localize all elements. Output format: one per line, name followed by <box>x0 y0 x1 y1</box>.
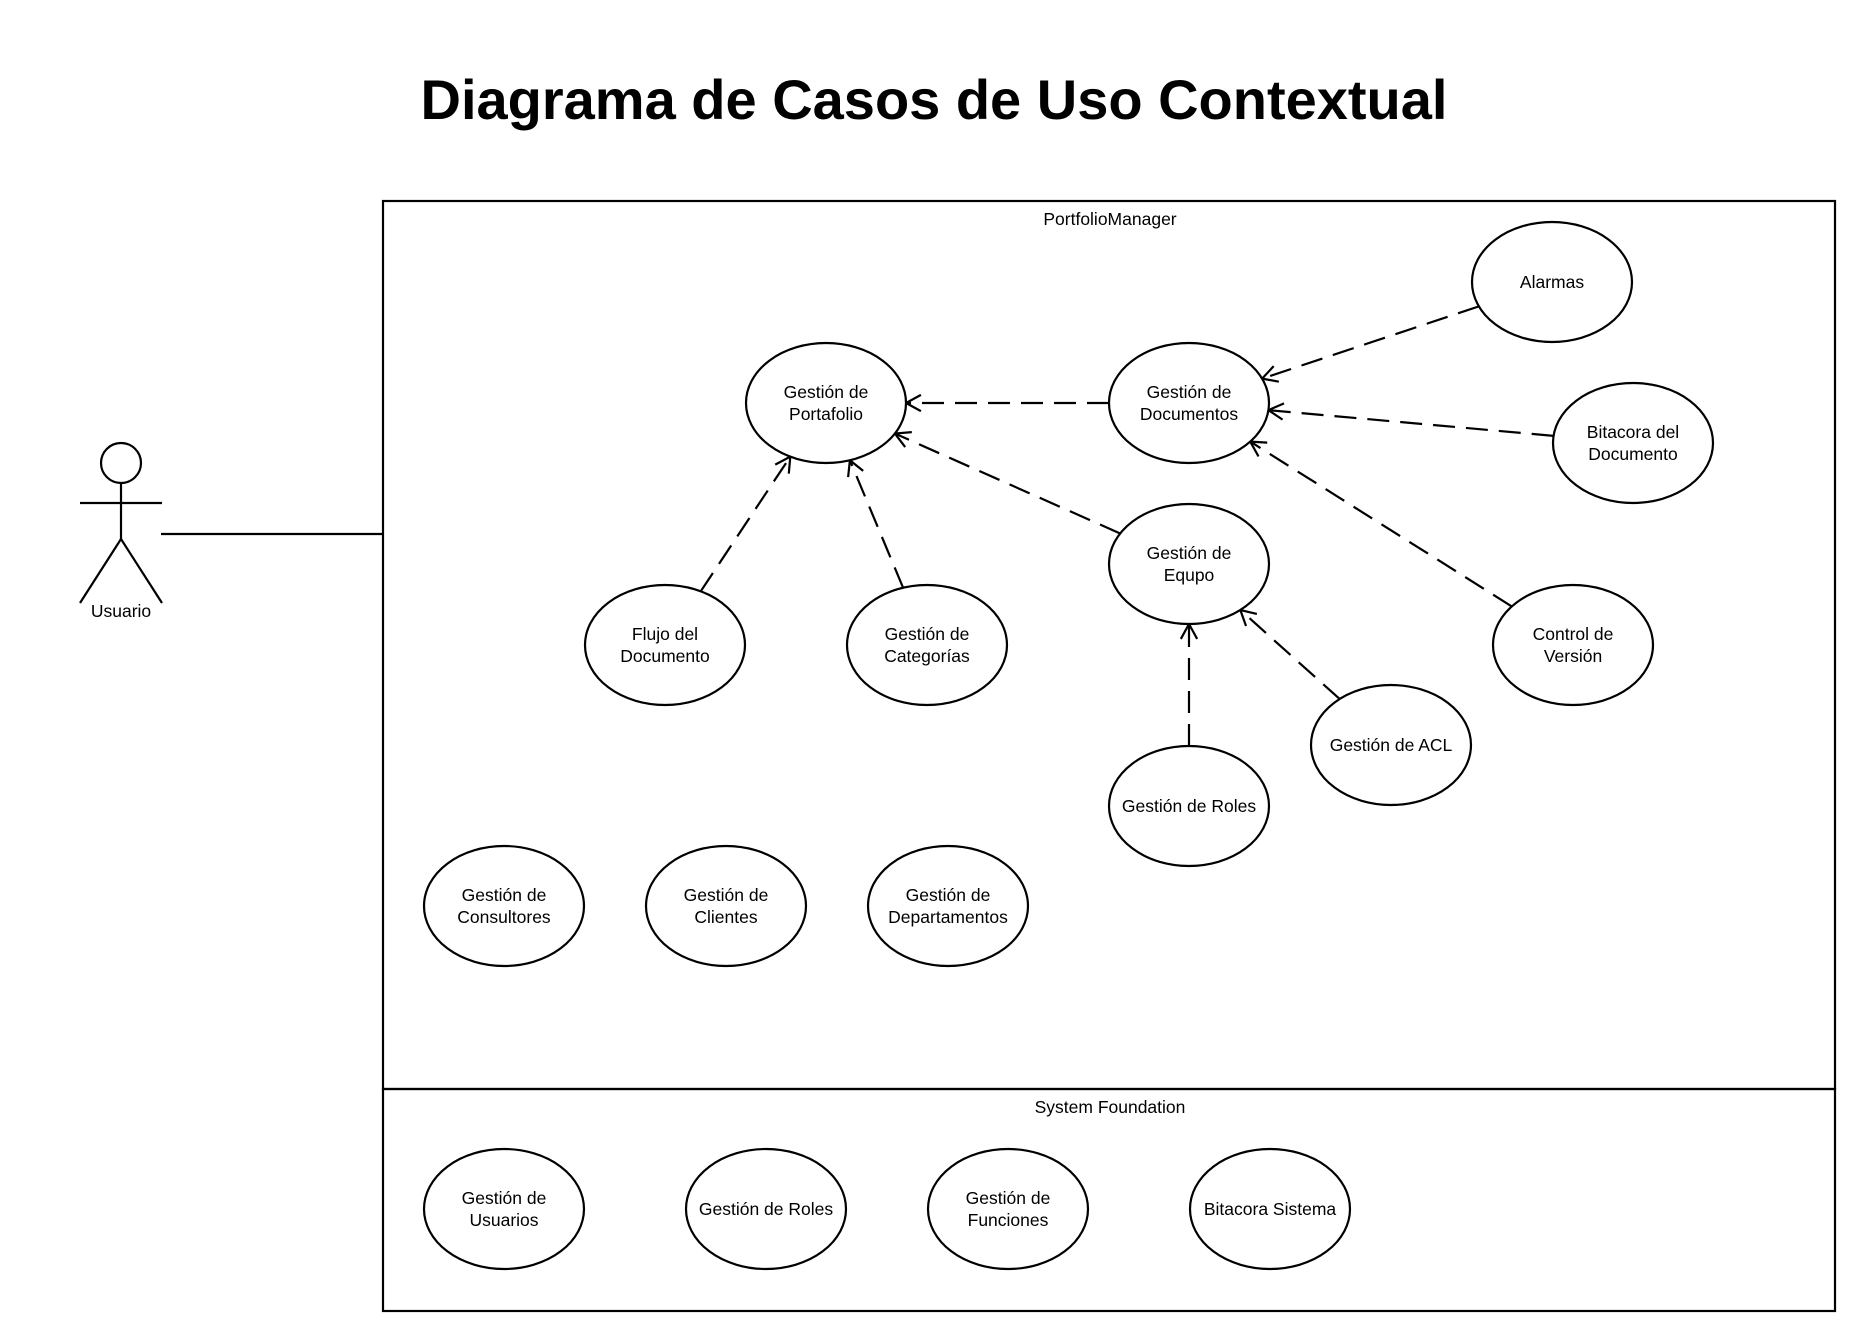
use-case-ellipse <box>845 583 1009 707</box>
system-foundation-boundary <box>381 1087 1837 1313</box>
use-case-ellipse <box>422 1147 586 1271</box>
use-case-label: Gestión de Roles <box>699 1199 833 1219</box>
use-case-gestion-acl: Gestión de ACL <box>1309 683 1473 807</box>
use-case-label: Control de <box>1533 624 1614 644</box>
use-case-gestion-roles-pm: Gestión de Roles <box>1107 744 1271 868</box>
dependency-bitacora_documento-to-gestion_documentos <box>1268 409 1554 437</box>
use-case-label: Gestión de <box>1147 543 1232 563</box>
actor-usuario: Usuario <box>79 441 163 621</box>
use-case-label: Gestión de Roles <box>1122 796 1256 816</box>
use-case-label: Gestión de <box>462 885 547 905</box>
portfolio-manager-label: PortfolioManager <box>1043 209 1176 229</box>
use-case-label: Documento <box>1588 444 1678 464</box>
use-case-ellipse <box>1188 1147 1352 1271</box>
dependency-gestion_acl-to-gestion_equipo <box>1239 609 1341 700</box>
use-case-label: Alarmas <box>1520 272 1584 292</box>
use-case-gestion-roles-sf: Gestión de Roles <box>684 1147 848 1271</box>
use-case-ellipse <box>684 1147 848 1271</box>
use-case-ellipse <box>1107 744 1271 868</box>
use-case-label: Gestión de <box>684 885 769 905</box>
actor-name: Usuario <box>91 601 151 621</box>
arrowhead-gestion_portafolio <box>847 458 864 478</box>
use-case-label: Usuarios <box>469 1210 538 1230</box>
use-case-ellipse <box>866 844 1030 968</box>
use-case-ellipse <box>1309 683 1473 807</box>
use-case-ellipse <box>422 844 586 968</box>
arrowhead-gestion_portafolio <box>774 454 792 474</box>
dependency-alarmas-to-gestion_documentos <box>1261 305 1480 380</box>
use-case-label: Gestión de <box>906 885 991 905</box>
use-case-label: Bitacora del <box>1587 422 1679 442</box>
use-case-label: Gestión de ACL <box>1330 735 1453 755</box>
use-case-label: Gestión de <box>462 1188 547 1208</box>
use-case-label: Gestión de <box>885 624 970 644</box>
use-case-label: Categorías <box>884 646 970 666</box>
use-case-ellipse <box>583 583 747 707</box>
use-case-label: Flujo del <box>632 624 698 644</box>
dependency-gestion_equipo-to-gestion_portafolio <box>894 432 1121 535</box>
dependency-control_version-to-gestion_documentos <box>1249 440 1513 608</box>
use-case-alarmas: Alarmas <box>1470 220 1634 344</box>
use-case-label: Gestión de <box>784 382 869 402</box>
use-case-bitacora-sistema: Bitacora Sistema <box>1188 1147 1352 1271</box>
use-case-ellipse <box>1107 502 1271 626</box>
use-case-label: Clientes <box>694 907 757 927</box>
use-case-ellipse <box>1470 220 1634 344</box>
use-case-label: Departamentos <box>888 907 1008 927</box>
actor-right-leg <box>120 538 163 604</box>
use-case-label: Versión <box>1544 646 1602 666</box>
system-foundation-label: System Foundation <box>1035 1097 1186 1117</box>
use-case-label: Gestión de <box>1147 382 1232 402</box>
diagram-title: Diagrama de Casos de Uso Contextual <box>421 68 1448 131</box>
use-case-label: Equpo <box>1164 565 1215 585</box>
use-case-ellipse <box>1551 381 1715 505</box>
use-case-label: Consultores <box>457 907 551 927</box>
dependency-flujo_documento-to-gestion_portafolio <box>699 456 792 592</box>
actor-head <box>99 441 143 485</box>
use-case-ellipse <box>926 1147 1090 1271</box>
use-case-label: Gestión de <box>966 1188 1051 1208</box>
use-case-label: Bitacora Sistema <box>1204 1199 1337 1219</box>
use-case-label: Portafolio <box>789 404 863 424</box>
use-case-ellipse <box>644 844 808 968</box>
dependency-gestion_categorias-to-gestion_portafolio <box>848 459 905 589</box>
use-case-label: Documentos <box>1140 404 1238 424</box>
arrowhead-gestion_portafolio <box>903 393 922 413</box>
use-case-label: Funciones <box>968 1210 1049 1230</box>
use-case-ellipse <box>1107 341 1271 465</box>
use-case-ellipse <box>1491 583 1655 707</box>
use-case-ellipse <box>744 341 908 465</box>
actor-left-leg <box>79 538 122 604</box>
use-case-label: Documento <box>620 646 710 666</box>
arrowhead-gestion_portafolio <box>892 431 912 448</box>
